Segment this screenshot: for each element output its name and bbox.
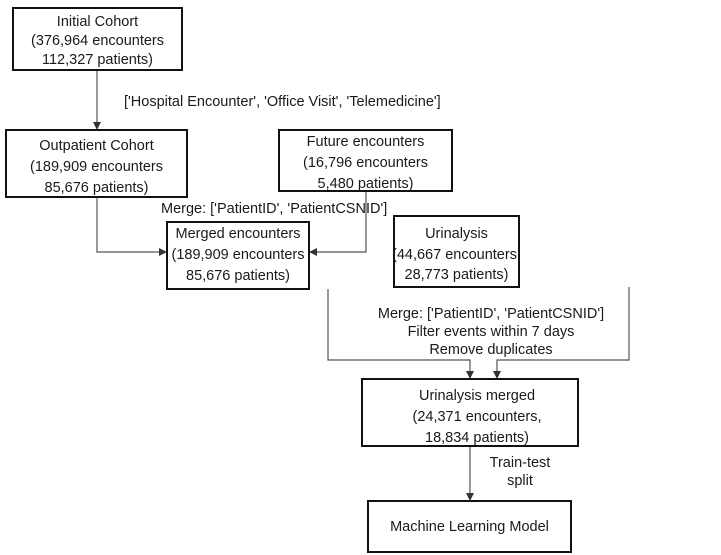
node-future-encounters: Future encounters (16,796 encounters 5,4… bbox=[278, 129, 453, 192]
node-patients: 112,327 patients) bbox=[42, 52, 153, 68]
label-merge-filter: Merge: ['PatientID', 'PatientCSNID'] Fil… bbox=[378, 306, 604, 358]
node-title: Initial Cohort bbox=[57, 14, 138, 30]
node-patients: 85,676 patients) bbox=[186, 268, 290, 284]
node-initial-cohort: Initial Cohort (376,964 encounters 112,3… bbox=[12, 7, 183, 71]
node-patients: 28,773 patients) bbox=[405, 267, 509, 283]
edge-merged-to-urinalysis-merged bbox=[327, 289, 474, 379]
node-merged-encounters: Merged encounters (189,909 encounters 85… bbox=[166, 221, 310, 290]
label-line: Merge: ['PatientID', 'PatientCSNID'] bbox=[378, 306, 604, 322]
edge-urinalysis-to-urinalysis-merged bbox=[493, 287, 630, 379]
node-encounters: (44,667 encounters, bbox=[392, 247, 521, 263]
node-title: Machine Learning Model bbox=[390, 519, 549, 535]
node-patients: 18,834 patients) bbox=[425, 430, 529, 446]
node-urinalysis: Urinalysis (44,667 encounters, 28,773 pa… bbox=[392, 215, 521, 288]
node-title: Future encounters bbox=[307, 134, 425, 150]
label-line: Train-test bbox=[490, 455, 551, 471]
node-patients: 5,480 patients) bbox=[318, 176, 414, 192]
node-urinalysis-merged: Urinalysis merged (24,371 encounters, 18… bbox=[361, 378, 579, 447]
node-encounters: (189,909 encounters bbox=[171, 247, 304, 263]
node-encounters: (16,796 encounters bbox=[303, 155, 428, 171]
node-title: Urinalysis merged bbox=[419, 388, 535, 404]
node-title: Urinalysis bbox=[425, 226, 488, 242]
node-title: Outpatient Cohort bbox=[39, 138, 153, 154]
label-merge-ids: Merge: ['PatientID', 'PatientCSNID'] bbox=[161, 201, 387, 217]
node-outpatient-cohort: Outpatient Cohort (189,909 encounters 85… bbox=[5, 129, 188, 198]
node-encounters: (24,371 encounters, bbox=[413, 409, 542, 425]
node-title: Merged encounters bbox=[176, 226, 301, 242]
label-line: Remove duplicates bbox=[429, 342, 552, 358]
label-train-test-split: Train-test split bbox=[490, 455, 551, 489]
node-encounters: (189,909 encounters bbox=[30, 159, 163, 175]
node-patients: 85,676 patients) bbox=[45, 180, 149, 196]
label-line: split bbox=[507, 473, 533, 489]
node-ml-model: Machine Learning Model bbox=[367, 500, 572, 553]
label-encounter-types: ['Hospital Encounter', 'Office Visit', '… bbox=[124, 94, 441, 110]
edge-outpatient-to-merged bbox=[96, 197, 167, 256]
label-line: Filter events within 7 days bbox=[408, 324, 575, 340]
node-encounters: (376,964 encounters bbox=[31, 33, 164, 49]
edge-future-to-merged bbox=[309, 191, 367, 256]
